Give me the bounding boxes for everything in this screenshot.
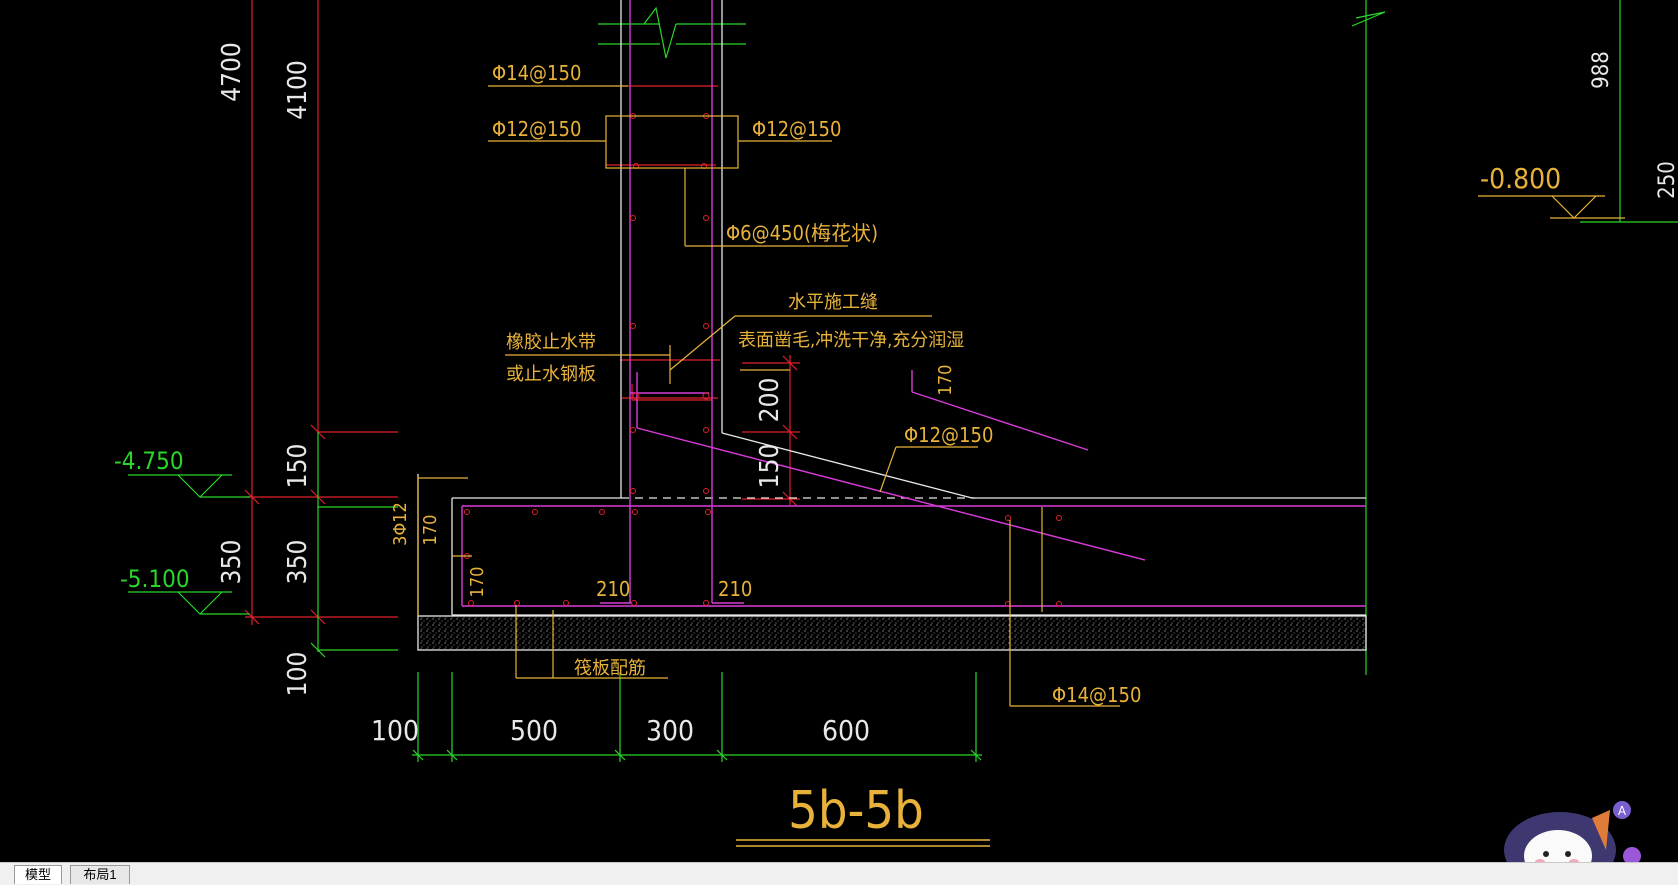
dim-bottom-500: 500 [510, 714, 558, 747]
tab-model-label: 模型 [24, 867, 51, 882]
dim-200: 200 [755, 378, 785, 423]
tab-layout1-label: 布局1 [83, 867, 117, 882]
dim-100: 100 [283, 652, 313, 697]
note-waterstop-2: 或止水钢板 [506, 364, 596, 385]
bottom-dim-texts: 100 500 300 600 [371, 714, 870, 747]
note-joint-title: 水平施工缝 [788, 292, 878, 313]
svg-text:A: A [1618, 804, 1627, 818]
layout-tab-bar: 模型 布局1 [0, 862, 1678, 885]
dim-bottom-300: 300 [646, 714, 694, 747]
rebar-3phi12: 3Φ12 [390, 502, 411, 546]
level-minus-5100: -5.100 [120, 565, 190, 593]
bedding-hatch [419, 617, 1365, 649]
dim-4100: 4100 [283, 60, 313, 120]
rebar-lines [461, 0, 1366, 607]
rebar-labels: Φ14@150 Φ12@150 Φ12@150 Φ6@450(梅花状) Φ12@… [492, 61, 1141, 707]
dim-150-wall: 150 [755, 444, 785, 489]
green-lines [128, 0, 1678, 762]
dim-4700: 4700 [217, 42, 247, 102]
dim-350-inner: 350 [283, 540, 313, 585]
section-title: 5b-5b [788, 781, 924, 841]
red-dimension-lines [244, 0, 800, 625]
note-raft: 筏板配筋 [574, 658, 646, 679]
cad-model-space[interactable]: 4700 4100 150 350 350 100 200 150 988 25… [0, 0, 1678, 862]
dim-170-a: 170 [420, 515, 441, 546]
tab-layout1[interactable]: 布局1 [70, 865, 130, 884]
dim-988: 988 [1589, 51, 1614, 89]
dim-170-b: 170 [467, 567, 488, 598]
rebar-label-phi12-right: Φ12@150 [752, 117, 841, 141]
concrete-outline [417, 0, 1367, 651]
level-minus-0800: -0.800 [1480, 162, 1561, 195]
small-vertical-texts: 170 170 170 3Φ12 [390, 365, 956, 598]
rebar-label-phi6: Φ6@450(梅花状) [726, 221, 878, 245]
level-minus-4750: -4.750 [114, 447, 184, 475]
rebar-label-phi14-top: Φ14@150 [492, 61, 581, 85]
dim-150-left: 150 [283, 444, 313, 489]
note-waterstop-1: 橡胶止水带 [506, 332, 596, 353]
dim-350-outer: 350 [217, 540, 247, 585]
dim-210-right: 210 [718, 577, 752, 601]
dim-bottom-600: 600 [822, 714, 870, 747]
dim-bottom-100: 100 [371, 714, 419, 747]
leader-lines [417, 85, 1120, 707]
dim-210-left: 210 [596, 577, 630, 601]
rebar-label-phi12-left: Φ12@150 [492, 117, 581, 141]
dim-250: 250 [1655, 161, 1678, 199]
rebar-label-phi12-slope: Φ12@150 [904, 423, 993, 447]
level-texts: -4.750 -5.100 -0.800 [114, 162, 1561, 593]
rebar-label-phi14-bottom: Φ14@150 [1052, 683, 1141, 707]
tab-model[interactable]: 模型 [14, 865, 62, 884]
note-joint-desc: 表面凿毛,冲洗干净,充分润湿 [738, 330, 964, 351]
title-underline [736, 839, 990, 847]
note-texts: 水平施工缝 表面凿毛,冲洗干净,充分润湿 橡胶止水带 或止水钢板 筏板配筋 [506, 292, 964, 679]
dim-170-c: 170 [935, 365, 956, 396]
cad-drawing: 4700 4100 150 350 350 100 200 150 988 25… [114, 0, 1678, 847]
vertical-dim-texts: 4700 4100 150 350 350 100 200 150 988 25… [217, 42, 1678, 696]
rebar-dots [464, 113, 1062, 607]
yellow-level-marker [1478, 195, 1625, 219]
